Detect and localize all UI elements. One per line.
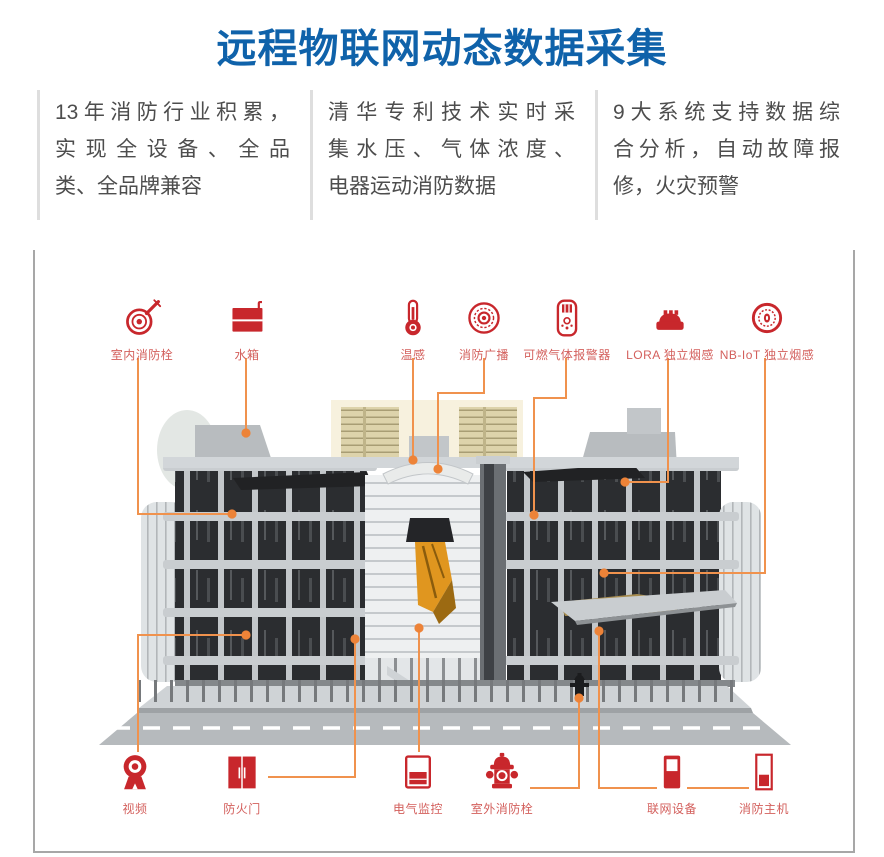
legend-label: 消防广播: [458, 348, 509, 362]
legend-label: LORA 独立烟感: [626, 348, 714, 362]
street-hydrant-figure: [570, 673, 589, 696]
legend-item-camera: 视频: [70, 750, 200, 817]
outdoor-hydrant-icon: [437, 750, 567, 794]
legend-item-water-tank: 水箱: [182, 296, 312, 363]
leader-line-camera: [137, 634, 246, 752]
feature-text-line: 类、全品牌兼容: [55, 175, 202, 198]
legend-item-fire-door: 防火门: [177, 750, 307, 817]
leader-lines: [137, 358, 766, 789]
legend-label: 可燃气体报警器: [523, 348, 611, 362]
legend-item-indoor-hydrant: 室内消防栓: [77, 296, 207, 363]
leader-dot-outdoor-hydrant: [574, 693, 584, 703]
gas-alarm-icon: [502, 296, 632, 340]
feature-block-technology: 清华专利技术实时采 集水压、气体浓度、 电器运动消防数据: [310, 90, 595, 220]
leader-dot-camera: [241, 630, 251, 640]
page-title: 远程物联网动态数据采集: [216, 27, 668, 71]
legend-item-lora-smoke: LORA 独立烟感: [605, 296, 735, 363]
feature-text-line: 清华专利技术实时采: [328, 101, 575, 124]
legend-label: 电气监控: [392, 802, 443, 816]
feature-text-line: 电器运动消防数据: [328, 175, 496, 198]
street-scene: [99, 673, 791, 745]
thermometer-icon: [348, 296, 478, 340]
leader-dots: [227, 428, 630, 703]
legend-label: 室内消防栓: [110, 348, 174, 362]
legend-item-electric-monitor: 电气监控: [353, 750, 483, 817]
fire-broadcast-icon: [419, 296, 549, 340]
leader-line-nbiot: [604, 358, 766, 574]
legend-label: 视频: [122, 802, 148, 816]
right-wing: [497, 408, 761, 686]
legend-label: 联网设备: [646, 802, 697, 816]
leader-dot-water-tank: [241, 428, 251, 438]
legend-item-thermometer: 温感: [348, 296, 478, 363]
leader-dot-indoor-hydrant: [227, 509, 237, 519]
lora-smoke-detector-icon: [605, 296, 735, 340]
nbiot-smoke-detector-icon: [702, 296, 832, 340]
fire-door-icon: [177, 750, 307, 794]
legend-item-fire-broadcast: 消防广播: [419, 296, 549, 363]
fire-hose-reel-icon: [77, 296, 207, 340]
legend-label: 温感: [400, 348, 426, 362]
legend-label: 水箱: [234, 348, 260, 362]
legend-label: 消防主机: [738, 802, 789, 816]
legend-item-outdoor-hydrant: 室外消防栓: [437, 750, 567, 817]
network-device-icon: [607, 750, 737, 794]
leader-line-outdoor-hydrant: [530, 698, 580, 789]
feature-text-line: 集水压、气体浓度、: [328, 138, 575, 161]
leader-line-fire-broadcast: [437, 358, 485, 469]
feature-text-line: 合分析，自动故障报: [613, 138, 840, 161]
feature-row: 13年消防行业积累， 实现全设备、全品 类、全品牌兼容 清华专利技术实时采 集水…: [37, 90, 860, 220]
leader-dot-fire-broadcast: [433, 464, 443, 474]
legend-label: NB-IoT 独立烟感: [719, 348, 815, 362]
leader-line-indoor-hydrant: [137, 358, 232, 515]
legend-item-gas-alarm: 可燃气体报警器: [502, 296, 632, 363]
leader-line-fire-door: [268, 639, 356, 778]
feature-text-line: 9大系统支持数据综: [613, 101, 840, 124]
feature-text-line: 13年消防行业积累，: [55, 101, 290, 124]
leader-line-lora: [625, 358, 669, 483]
legend-label: 室外消防栓: [470, 802, 534, 816]
building-illustration: [99, 358, 791, 789]
leader-line-gas-alarm: [533, 358, 567, 515]
legend-label: 防火门: [223, 802, 261, 816]
electric-monitor-icon: [353, 750, 483, 794]
leader-dot-electric-monitor: [414, 623, 424, 633]
leader-dot-gas-alarm: [529, 510, 539, 520]
leader-dot-network-device: [594, 626, 604, 636]
leader-dot-lora: [620, 477, 630, 487]
camera-icon: [70, 750, 200, 794]
fire-control-host-icon: [699, 750, 829, 794]
leader-line-network-device: [598, 631, 657, 789]
legend-item-nbiot-smoke: NB-IoT 独立烟感: [702, 296, 832, 363]
legend-item-fire-host: 消防主机: [699, 750, 829, 817]
leader-dot-fire-door: [350, 634, 360, 644]
feature-block-systems: 9大系统支持数据综 合分析，自动故障报 修，火灾预警: [595, 90, 860, 220]
feature-block-experience: 13年消防行业积累， 实现全设备、全品 类、全品牌兼容: [37, 90, 310, 220]
feature-text-line: 实现全设备、全品: [55, 138, 290, 161]
legend-item-network-device: 联网设备: [607, 750, 737, 817]
leader-dot-thermometer: [408, 455, 418, 465]
water-tank-icon: [182, 296, 312, 340]
left-wing: [141, 425, 377, 686]
feature-text-line: 修，火灾预警: [613, 175, 739, 198]
building-diagram-panel: 室内消防栓 水箱 温感 消防广播 可燃气体报警器: [33, 250, 855, 853]
leader-dot-nbiot: [599, 568, 609, 578]
